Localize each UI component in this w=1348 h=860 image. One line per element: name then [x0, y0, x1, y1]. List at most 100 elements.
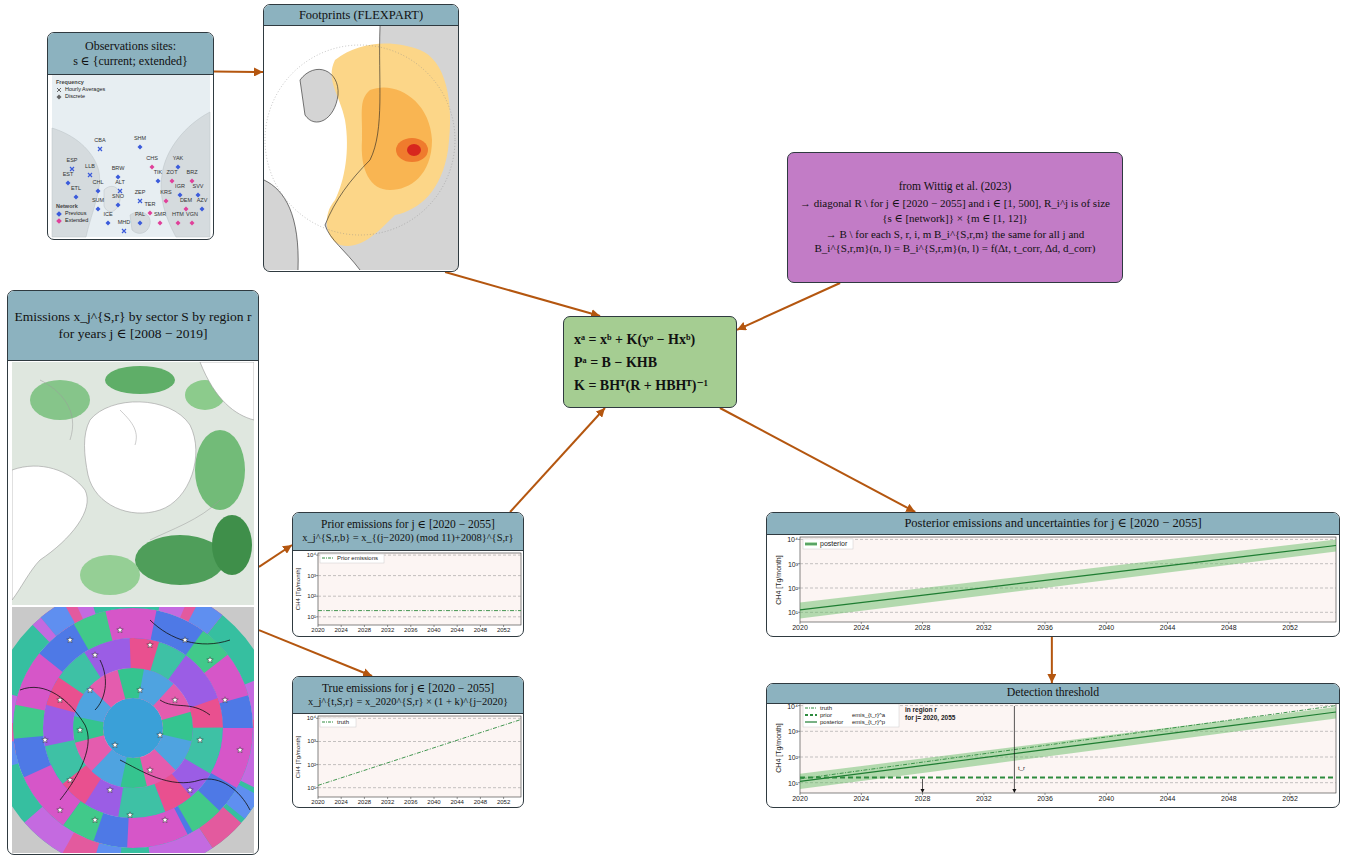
- tick-label: 10¹: [307, 785, 316, 791]
- station-code: KRS: [160, 190, 171, 196]
- station-code: SNO: [112, 194, 124, 200]
- station-code: ZEP: [135, 190, 146, 196]
- line-sample: [805, 714, 817, 716]
- box-text: s ∈ {current; extended}: [73, 54, 188, 68]
- line-sample: [805, 708, 817, 709]
- tick-label: 2020: [311, 627, 324, 633]
- connector-arrow: [720, 408, 915, 512]
- station-code: ZOT: [167, 170, 178, 176]
- axis-title: CH4 [Tg/month]: [295, 568, 301, 610]
- tick-label: 10¹: [307, 614, 316, 620]
- station-code: SUM: [92, 198, 104, 204]
- station-code: SHM: [134, 136, 146, 142]
- panel-header: Emissions x_j^{S,r} by sector S by regio…: [8, 291, 258, 361]
- tick-label: 2024: [335, 799, 348, 805]
- station-code: EST: [63, 172, 74, 178]
- box-title: Observations sites:: [85, 39, 176, 53]
- legend-text: truth: [337, 719, 349, 725]
- chart-panel: True emissions for j ∈ [2020 − 2055]x_j^…: [292, 676, 524, 808]
- panel-header: Footprints (FLEXPART): [264, 5, 458, 26]
- footprint-map: [264, 26, 458, 270]
- box-title: from Wittig et al. (2023): [899, 179, 1012, 194]
- legend-swatch: [56, 211, 62, 217]
- line-sample: [805, 721, 817, 722]
- legend-sample: [56, 94, 62, 100]
- line-sample: [322, 558, 334, 559]
- tick-label: 10²: [788, 585, 798, 592]
- box-title: Detection threshold: [1007, 686, 1099, 700]
- legend-item: Extended: [56, 218, 88, 224]
- station-code: ICE: [103, 212, 112, 218]
- station-code: TER: [145, 202, 156, 208]
- box-title: Posterior emissions and uncertainties fo…: [904, 516, 1201, 531]
- legend-text: Discrete: [65, 94, 85, 100]
- connector-arrow: [214, 71, 263, 74]
- tick-label: 2044: [451, 627, 464, 633]
- tick-label: 2036: [404, 799, 417, 805]
- legend-sample: [56, 87, 62, 93]
- truth-chart: [316, 716, 521, 799]
- legend-text: Hourly Averages: [65, 87, 105, 93]
- line-sample: [322, 722, 334, 723]
- panel-header: Prior emissions for j ∈ [2020 − 2055]x_j…: [293, 513, 523, 551]
- station-code: ALT: [115, 180, 125, 186]
- legend-sample: [322, 555, 334, 561]
- tick-label: 2044: [1160, 624, 1176, 631]
- tick-label: 2024: [853, 624, 869, 631]
- axis-title: CH4 [Tg/month]: [775, 723, 782, 772]
- tick-label: 10⁴: [307, 715, 316, 721]
- station-code: CHL: [92, 180, 103, 186]
- legend-sample: [805, 705, 817, 711]
- panel-header: Observations sites:s ∈ {current; extende…: [48, 33, 213, 75]
- box-text: Pᵃ = B − KHB: [574, 352, 657, 373]
- legend-item: Prior emissions: [322, 555, 378, 561]
- tick-label: 10⁴: [787, 702, 798, 709]
- legend-text: posterior: [820, 719, 843, 725]
- legend-sample: [805, 541, 817, 547]
- station-code: LLB: [85, 164, 95, 170]
- connector-arrow: [259, 630, 372, 676]
- tick-label: 2048: [1221, 624, 1237, 631]
- box-title: Prior emissions for j ∈ [2020 − 2055]: [321, 518, 495, 532]
- station-code: HTM: [172, 212, 184, 218]
- observation-map: [52, 75, 210, 237]
- panel-header: Detection threshold: [767, 684, 1339, 704]
- tick-label: 10¹: [788, 609, 798, 616]
- annotation: t_r: [1018, 765, 1025, 771]
- station-code: MHD: [118, 220, 131, 226]
- tick-label: 2036: [1037, 624, 1053, 631]
- box-text: K = BHᵀ(R + HBHᵀ)⁻¹: [574, 375, 708, 396]
- legend-item: truth: [322, 719, 349, 725]
- legend-item: posterior: [805, 719, 843, 725]
- station-code: CBA: [94, 138, 105, 144]
- station-code: IGR: [175, 184, 185, 190]
- legend-sample: [322, 719, 334, 725]
- connector-arrow: [259, 545, 292, 567]
- tick-label: 2032: [381, 627, 394, 633]
- tick-label: 10³: [788, 728, 798, 735]
- axis-title: CH4 [Tg/month]: [775, 555, 782, 604]
- equation-box: xᵃ = xᵇ + K(yᵒ − Hxᵇ)Pᵃ = B − KHBK = BHᵀ…: [563, 316, 737, 408]
- tick-label: 10²: [788, 754, 798, 761]
- legend-item: truth: [805, 705, 832, 711]
- legend-sample: [805, 712, 817, 718]
- marker-symbol: [57, 95, 62, 100]
- connector-arrow: [1051, 637, 1053, 683]
- chart-panel: Posterior emissions and uncertainties fo…: [766, 512, 1340, 637]
- box-text: x_j^{S,r,b} = x_{(j−2020) (mod 11)+2008}…: [302, 532, 513, 545]
- legend-note: emis_{t_r}^p: [852, 719, 885, 725]
- tick-label: 2024: [335, 627, 348, 633]
- legend-text: prior: [820, 712, 832, 718]
- station-code: YAK: [173, 156, 184, 162]
- band-sample: [805, 542, 817, 546]
- legend-swatch: [56, 218, 62, 224]
- tick-label: 2048: [474, 627, 487, 633]
- tick-label: 2052: [497, 799, 510, 805]
- legend-heading: Network: [56, 204, 78, 210]
- connector-arrow: [510, 408, 605, 512]
- tick-label: 10⁴: [787, 536, 798, 543]
- chart-panel: Prior emissions for j ∈ [2020 − 2055]x_j…: [292, 512, 524, 637]
- tick-label: 10¹: [788, 779, 798, 786]
